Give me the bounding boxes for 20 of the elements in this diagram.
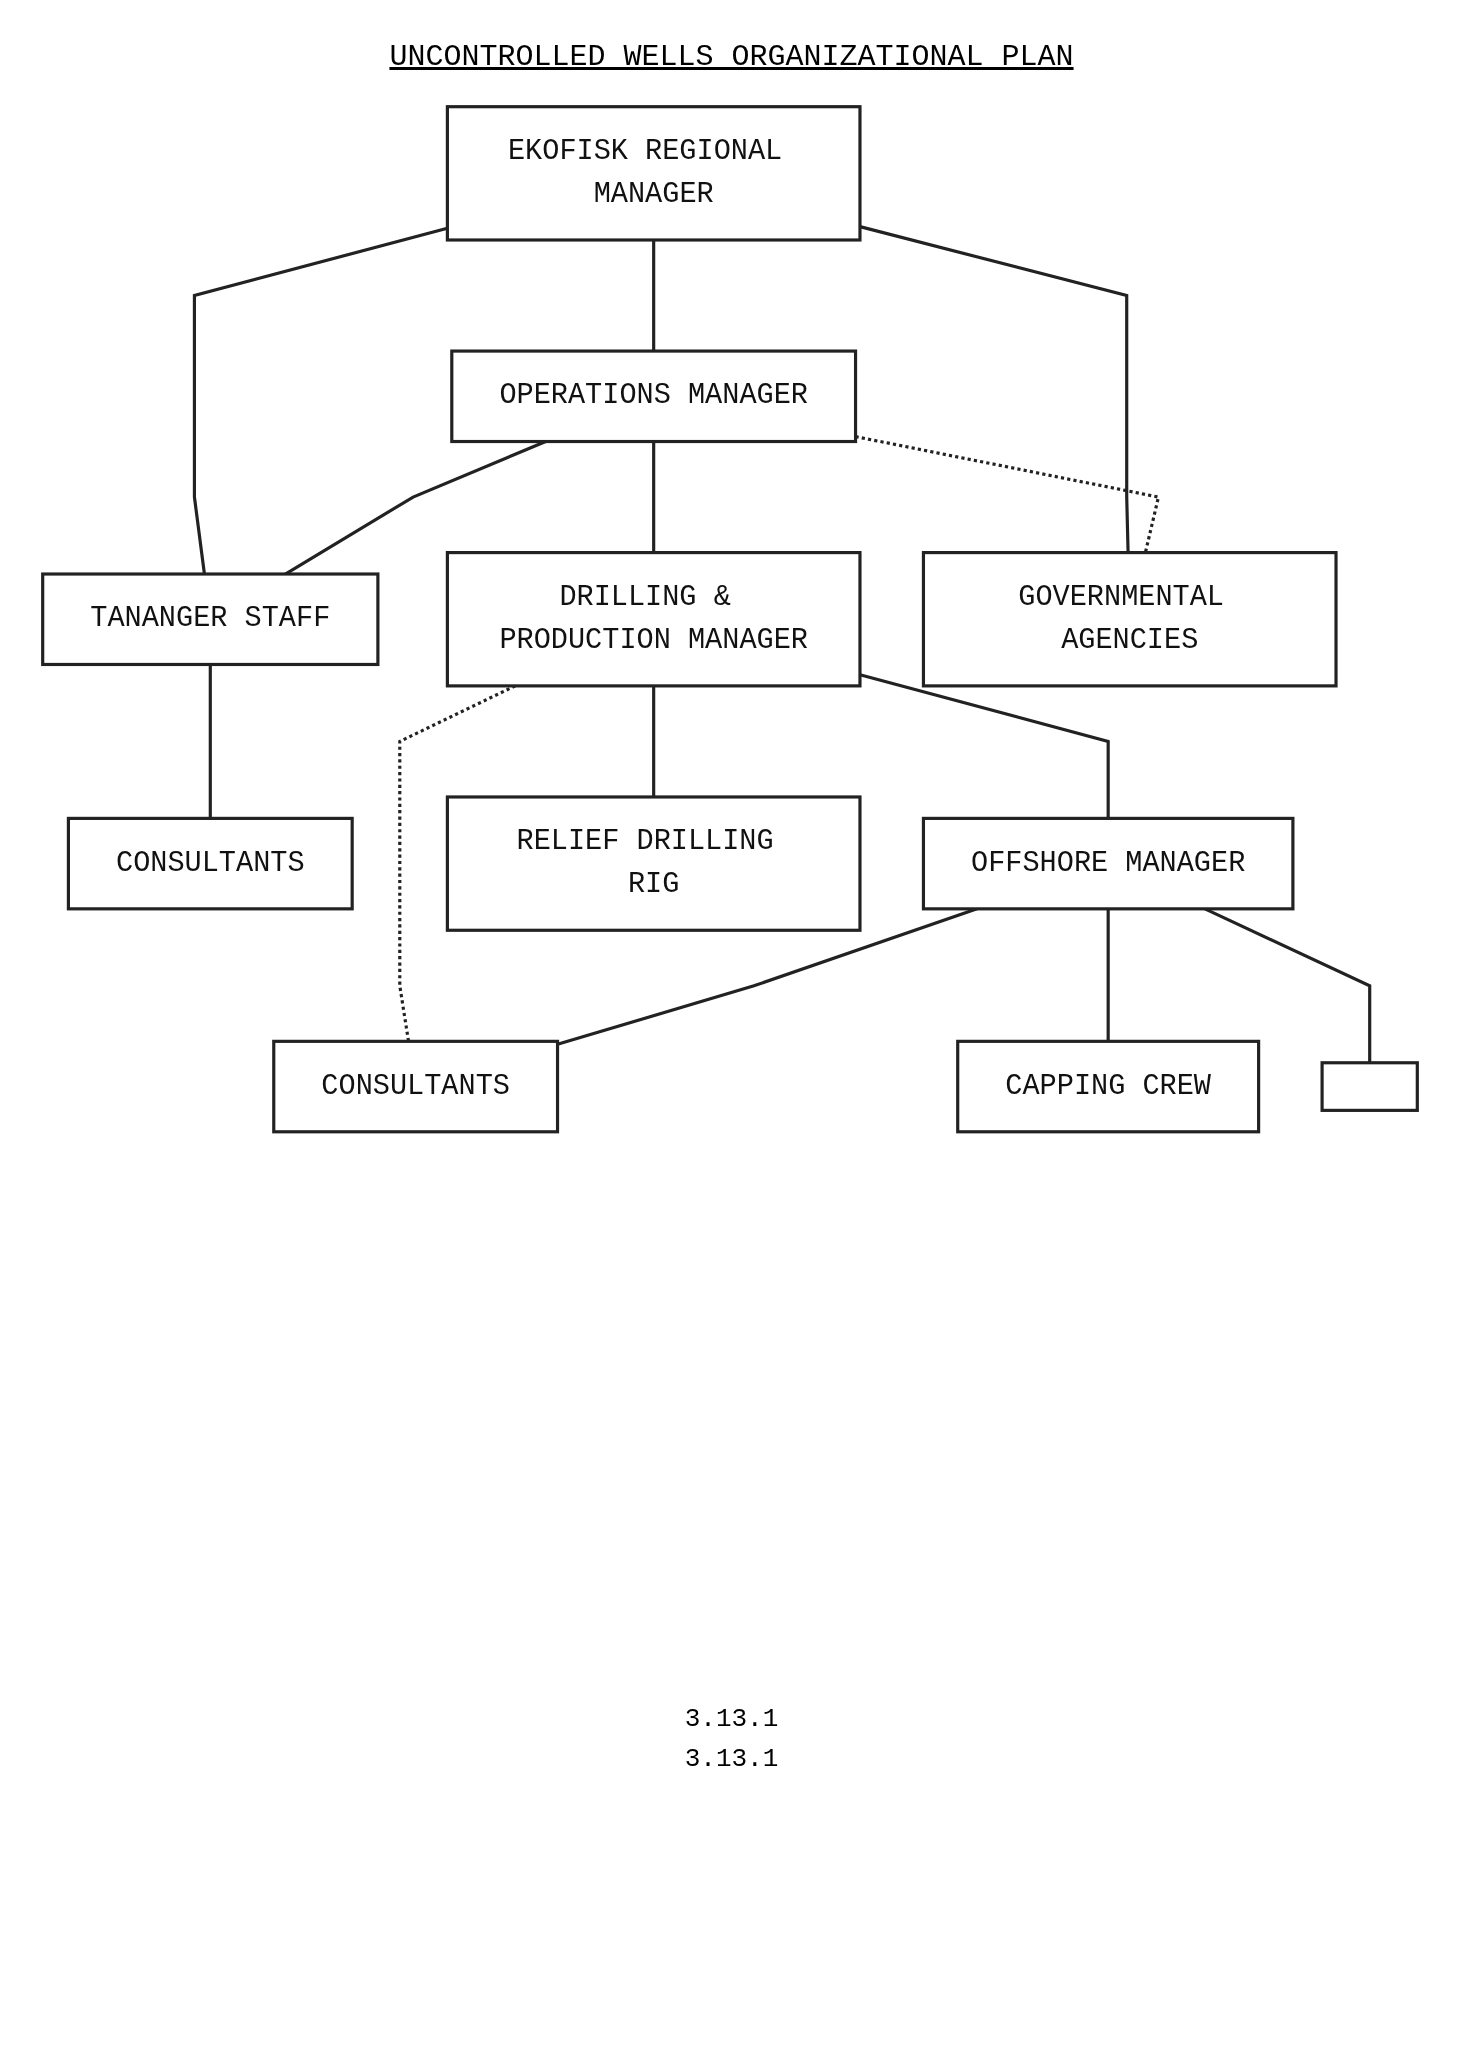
node-box: OPERATIONS MANAGER — [450, 349, 858, 444]
diagram-title: UNCONTROLLED WELLS ORGANIZATIONAL PLAN — [388, 40, 1075, 74]
connector — [652, 240, 656, 352]
connector — [208, 664, 212, 819]
node-box — [1320, 1061, 1419, 1112]
node-box: GOVERNMENTAL AGENCIES — [921, 551, 1338, 688]
node-box: TANANGER STAFF — [41, 572, 380, 667]
node-box: RELIEF DRILLING RIG — [445, 795, 862, 932]
node-box: OFFSHORE MANAGER — [921, 816, 1295, 911]
node-box: DRILLING & PRODUCTION MANAGER — [445, 551, 862, 688]
connector — [1106, 908, 1110, 1042]
connector — [855, 435, 1161, 553]
node-box: CONSULTANTS — [272, 1039, 560, 1134]
page-number: 3.13.1 — [683, 1744, 780, 1774]
connector — [652, 685, 656, 797]
node-box: CONSULTANTS — [66, 816, 354, 911]
node-box: CAPPING CREW — [956, 1039, 1261, 1134]
node-box: EKOFISK REGIONAL MANAGER — [445, 105, 862, 242]
connector — [652, 441, 656, 553]
page-number: 3.13.1 — [683, 1704, 780, 1734]
